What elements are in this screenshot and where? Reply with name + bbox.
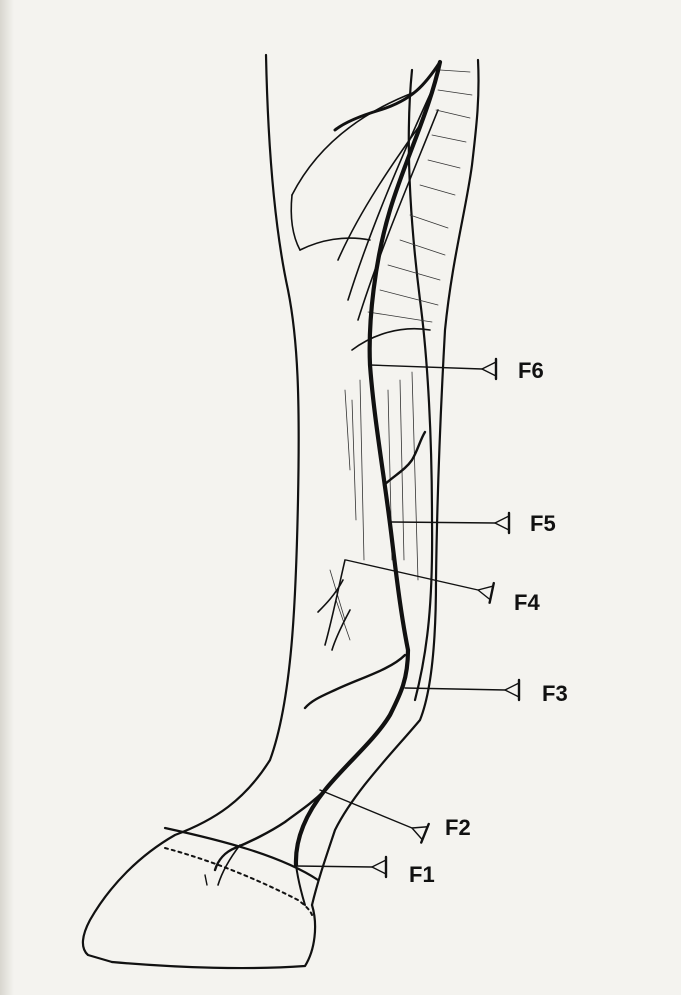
needle-icons [372,359,519,877]
digital-vein [205,62,440,905]
needle-icon [482,359,496,379]
vein-branch-f3 [305,655,405,708]
needle-icon [372,857,386,877]
hatching [330,70,472,640]
vein-small-1 [325,560,345,645]
leader-f2 [320,790,412,828]
needle-icon [476,580,494,602]
hoof-sole [112,905,315,968]
label-f4: F4 [514,592,540,614]
label-f2: F2 [445,817,471,839]
leader-f4 [346,560,478,590]
needle-icon [495,513,509,533]
needle-icon [408,819,428,843]
label-f1: F1 [409,864,435,886]
leader-f3 [405,688,505,690]
limb-outline-left [83,55,299,962]
coronary-band-dashed [165,848,312,915]
label-f6: F6 [518,360,544,382]
label-f5: F5 [530,513,556,535]
vein-small-3 [332,610,350,650]
label-f3: F3 [542,683,568,705]
vein-small-5 [205,875,207,885]
vein-main [296,62,440,865]
leader-f5 [392,522,495,523]
leader-f1 [296,866,372,867]
needle-icon [505,680,519,700]
skin-flap [291,90,438,350]
